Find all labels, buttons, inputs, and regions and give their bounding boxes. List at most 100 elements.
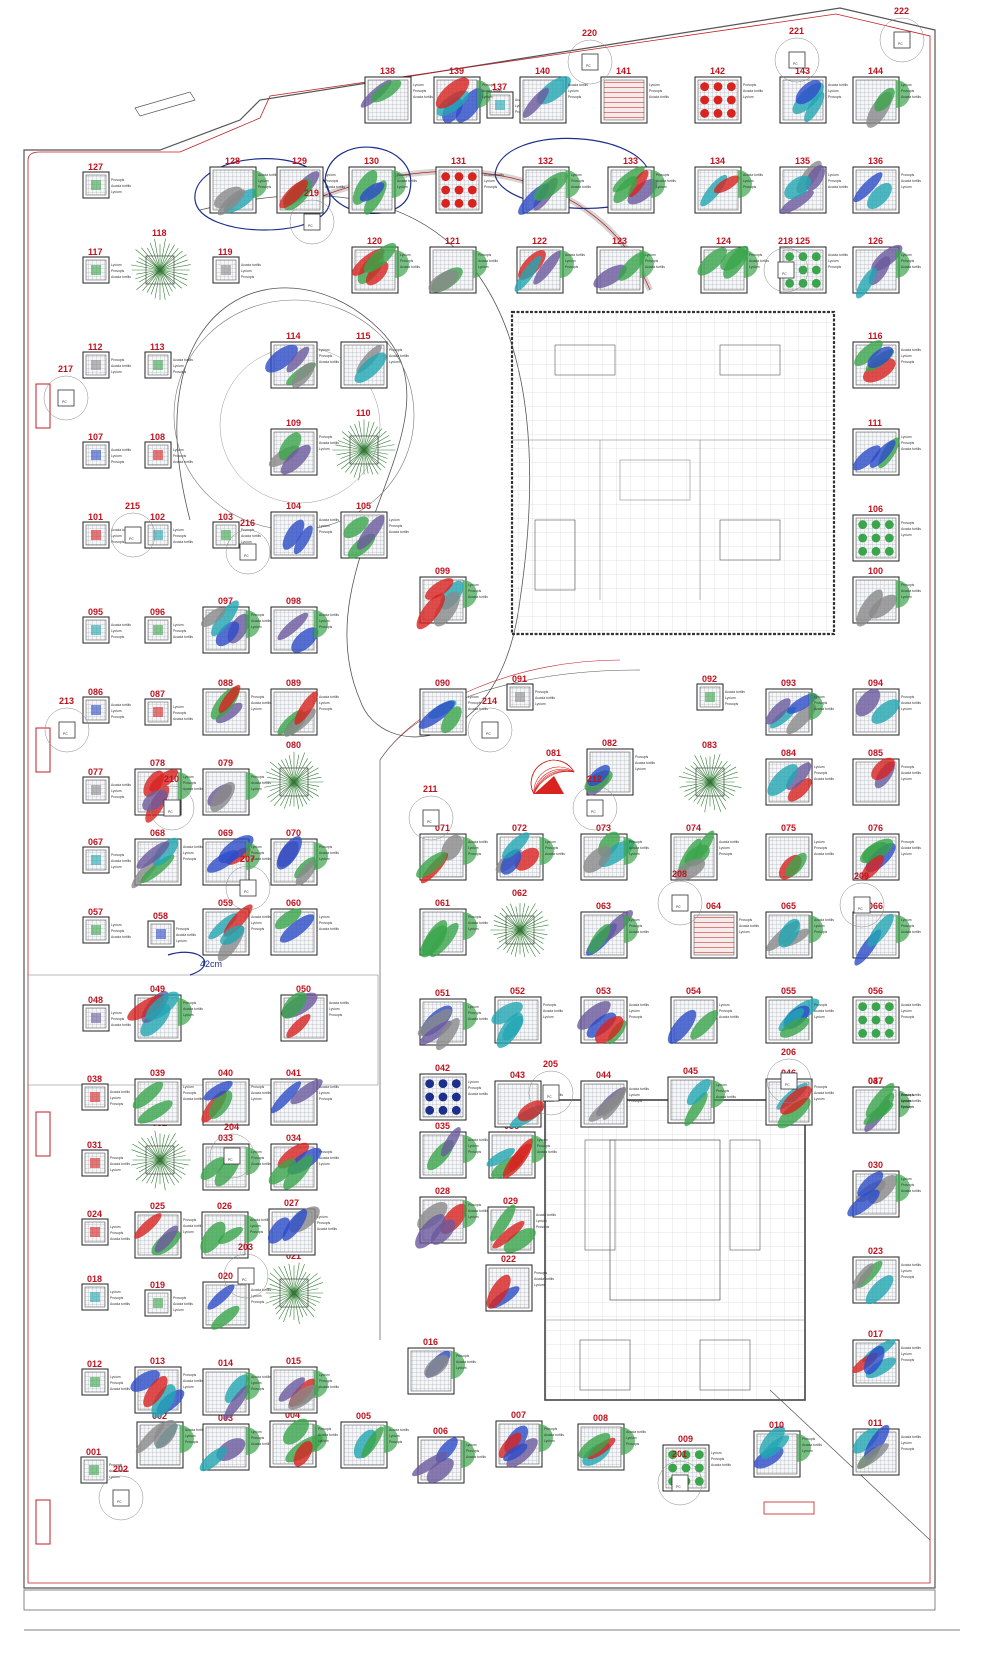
svg-text:Lycium: Lycium (629, 1009, 640, 1013)
building-south-detail (545, 1139, 805, 1391)
svg-text:Prosopis: Prosopis (111, 460, 124, 464)
unit-number: 212 (587, 774, 602, 784)
unit-number: 101 (88, 512, 103, 522)
svg-text:Prosopis: Prosopis (814, 701, 827, 705)
svg-text:Prosopis: Prosopis (250, 1230, 263, 1234)
svg-text:Prosopis: Prosopis (901, 1105, 914, 1109)
svg-text:Lycium: Lycium (173, 364, 184, 368)
planter-box (419, 908, 477, 958)
svg-text:Lycium: Lycium (739, 930, 750, 934)
svg-text:Acacia tortilis: Acacia tortilis (743, 89, 763, 93)
pc-code: PC (117, 1500, 122, 1504)
svg-text:Prosopis: Prosopis (111, 1017, 124, 1021)
svg-text:Prosopis: Prosopis (749, 253, 762, 257)
svg-text:Prosopis: Prosopis (251, 695, 264, 699)
pc-tree-icon: PC (572, 785, 618, 831)
svg-text:Prosopis: Prosopis (743, 185, 756, 189)
planter-box (340, 341, 388, 389)
svg-text:Lycium: Lycium (901, 1352, 912, 1356)
unit-number: 001 (86, 1447, 101, 1457)
svg-text:Lycium: Lycium (537, 1138, 548, 1142)
unit-number: 078 (150, 758, 165, 768)
planter-box (852, 996, 900, 1044)
handwritten-circle-4 (167, 951, 206, 976)
planter-box (435, 166, 483, 214)
svg-text:Prosopis: Prosopis (318, 1427, 331, 1431)
svg-text:Prosopis: Prosopis (901, 1358, 914, 1362)
planter-box (212, 256, 240, 284)
svg-text:Acacia tortilis: Acacia tortilis (111, 528, 131, 532)
svg-text:Acacia tortilis: Acacia tortilis (183, 1097, 203, 1101)
svg-text:Lycium: Lycium (251, 1150, 262, 1154)
svg-text:Prosopis: Prosopis (111, 269, 124, 273)
planter-box (269, 1418, 327, 1468)
svg-text:Prosopis: Prosopis (814, 771, 827, 775)
pc-tree-icon: PC (657, 1460, 703, 1506)
svg-text:Prosopis: Prosopis (468, 1011, 481, 1015)
planter-box (486, 1131, 546, 1179)
svg-text:Acacia tortilis: Acacia tortilis (111, 364, 131, 368)
planter-box (81, 1083, 109, 1111)
unit-number: 213 (59, 696, 74, 706)
pc-tree-icon: PC (839, 882, 885, 928)
svg-text:Lycium: Lycium (111, 370, 122, 374)
svg-text:Acacia tortilis: Acacia tortilis (719, 1015, 739, 1019)
unit-number: 060 (286, 898, 301, 908)
svg-text:Prosopis: Prosopis (629, 840, 642, 844)
svg-text:Prosopis: Prosopis (544, 1427, 557, 1431)
unit-number: 108 (150, 432, 165, 442)
unit-number: 144 (868, 66, 883, 76)
unit-number: 123 (612, 236, 627, 246)
planter-box (433, 76, 491, 124)
unit-number: 135 (795, 156, 810, 166)
svg-text:Acacia tortilis: Acacia tortilis (901, 348, 921, 352)
planter-box (202, 904, 253, 962)
pc-code: PC (486, 732, 491, 736)
unit-number: 132 (538, 156, 553, 166)
svg-text:Lycium: Lycium (413, 83, 424, 87)
unit-number: 222 (894, 6, 909, 16)
planter-box (580, 831, 638, 881)
svg-text:Lycium: Lycium (110, 1290, 121, 1294)
unit-002: Acacia tortilisLyciumProsopis002 (135, 1411, 205, 1469)
svg-text:Lycium: Lycium (468, 583, 479, 587)
svg-text:Acacia tortilis: Acacia tortilis (901, 527, 921, 531)
unit-number: 133 (623, 156, 638, 166)
pc-tree-icon: PC (44, 707, 90, 753)
unit-number: 048 (88, 995, 103, 1005)
svg-text:Prosopis: Prosopis (468, 1086, 481, 1090)
svg-text:Acacia tortilis: Acacia tortilis (901, 1189, 921, 1193)
svg-text:Prosopis: Prosopis (319, 707, 332, 711)
unit-number: 031 (87, 1140, 102, 1150)
svg-text:Acacia tortilis: Acacia tortilis (111, 184, 131, 188)
unit-number: 215 (125, 501, 140, 511)
svg-text:Prosopis: Prosopis (802, 1437, 815, 1441)
svg-text:Lycium: Lycium (183, 851, 194, 855)
svg-text:Prosopis: Prosopis (901, 521, 914, 525)
svg-text:Acacia tortilis: Acacia tortilis (173, 717, 193, 721)
planter-box (852, 166, 900, 214)
